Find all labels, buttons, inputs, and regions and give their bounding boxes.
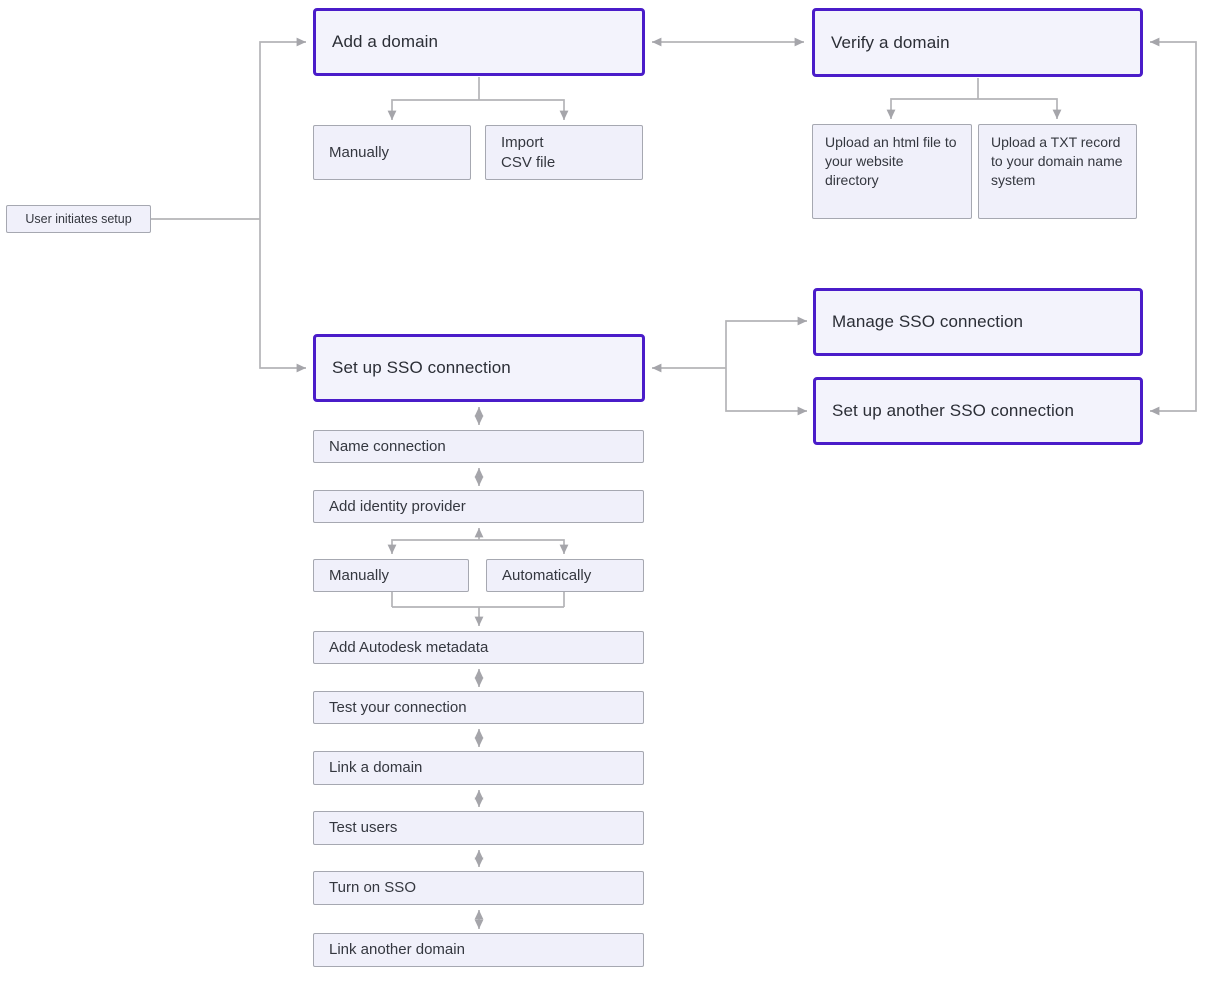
node-label: Add identity provider (329, 497, 466, 515)
node-label: Link another domain (329, 941, 465, 959)
node-label: Add a domain (332, 32, 439, 51)
node-label: Manually (329, 566, 390, 584)
node-turn-on-sso: Turn on SSO (313, 871, 644, 905)
node-label: Verify a domain (831, 32, 950, 52)
node-label: User initiates setup (25, 211, 132, 226)
connector-idp-merge (391, 592, 565, 608)
node-add-identity-provider: Add identity provider (313, 490, 644, 523)
node-label: Name connection (329, 437, 446, 455)
node-upload-html-file: Upload an html file to your website dire… (812, 124, 972, 219)
node-user-initiates-setup: User initiates setup (6, 205, 151, 233)
node-link-a-domain: Link a domain (313, 751, 644, 785)
node-upload-txt-record: Upload a TXT record to your domain name … (978, 124, 1137, 219)
connector-user-to-add-domain (259, 37, 306, 219)
connector-verify-to-upload-txt (978, 98, 1062, 119)
node-label: Set up another SSO connection (832, 401, 1075, 420)
node-idp-manually: Manually (313, 559, 469, 592)
node-label: Test your connection (329, 698, 467, 716)
connector-hub-to-another (725, 368, 807, 416)
node-label: Set up SSO connection (332, 358, 511, 377)
connector-add-to-manually (387, 99, 479, 120)
node-link-another-domain: Link another domain (313, 933, 644, 967)
node-idp-automatically: Automatically (486, 559, 644, 592)
node-label: Manage SSO connection (832, 312, 1024, 331)
connector-hub-to-manage (725, 316, 807, 368)
node-add-autodesk-metadata: Add Autodesk metadata (313, 631, 644, 664)
node-verify-a-domain: Verify a domain (812, 8, 1143, 77)
node-set-up-another-sso-connection: Set up another SSO connection (813, 377, 1143, 445)
node-add-domain-manually: Manually (313, 125, 471, 180)
node-import-csv-file: Import CSV file (485, 125, 643, 180)
node-label: Automatically (502, 566, 592, 584)
node-label: Add Autodesk metadata (329, 638, 489, 656)
node-label: Upload an html file to your website dire… (825, 134, 957, 188)
node-manage-sso-connection: Manage SSO connection (813, 288, 1143, 356)
node-label: Turn on SSO (329, 879, 416, 897)
connector-verify-to-upload-html (886, 98, 978, 119)
node-test-your-connection: Test your connection (313, 691, 644, 724)
connector-identity-to-manually (387, 539, 479, 554)
node-label: Upload a TXT record to your domain name … (991, 134, 1123, 188)
node-label: Manually (329, 143, 390, 161)
connector-add-to-import-csv (479, 99, 569, 120)
node-add-a-domain: Add a domain (313, 8, 645, 76)
node-label: Test users (329, 819, 398, 837)
node-set-up-sso-connection: Set up SSO connection (313, 334, 645, 402)
connector-user-to-setup-sso (259, 219, 306, 373)
node-label: Link a domain (329, 759, 423, 777)
node-test-users: Test users (313, 811, 644, 845)
node-label: Import CSV file (501, 134, 556, 171)
node-name-connection: Name connection (313, 430, 644, 463)
connector-identity-to-automatically (479, 539, 569, 554)
connector-verify-another-loop (1150, 37, 1197, 416)
